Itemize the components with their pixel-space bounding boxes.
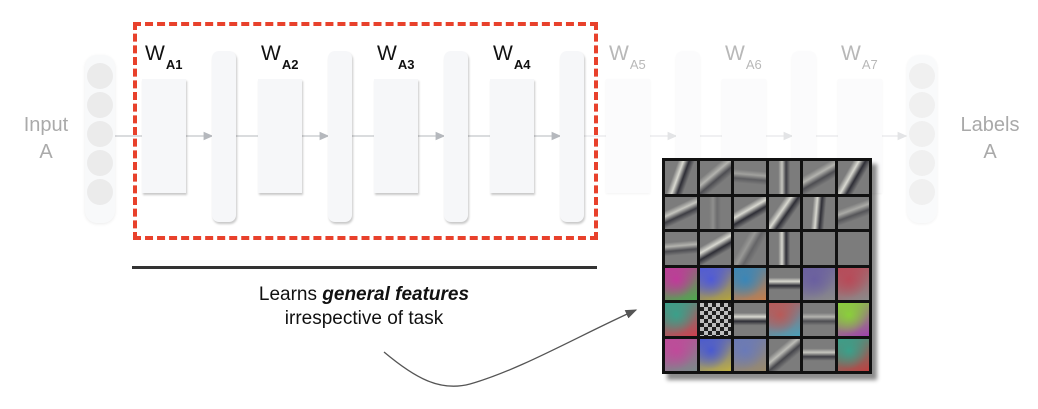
activation-layer [212,51,236,222]
filter-tile [665,338,697,371]
filter-tile [734,232,766,265]
caption-emphasis: general features [322,284,470,305]
filter-tile [837,196,869,229]
weight-block-a3 [374,79,418,193]
filter-tile [699,303,731,336]
output-layer [907,55,937,223]
input-node [87,63,113,89]
weight-subscript: A3 [397,57,415,72]
weight-symbol: W [261,42,281,65]
filter-tile [837,267,869,300]
input-label-line1: Input [23,114,69,136]
filter-tile [665,196,697,229]
filter-tile [837,161,869,194]
filter-tile [803,303,835,336]
filter-tile [837,338,869,371]
output-label-line2: A [983,141,997,163]
activation-layer [328,51,352,222]
filter-tile [803,338,835,371]
caption-line2: irrespective of task [284,308,444,329]
weight-subscript: A7 [861,57,878,72]
weight-label-a1: WA1 [145,42,182,72]
filter-tile [803,161,835,194]
filter-tile [699,232,731,265]
filter-tile [665,303,697,336]
activation-layer [444,51,468,222]
output-node [909,121,935,147]
weight-block-a2 [258,79,302,193]
weight-label-a3: WA3 [377,42,414,72]
output-label: Labels A [950,112,1030,166]
input-node [87,150,113,176]
output-node [909,92,935,118]
filter-tile [768,303,800,336]
filter-tile [699,161,731,194]
filter-tile [803,196,835,229]
learned-filters-image [662,158,872,374]
output-node [909,63,935,89]
weight-label-a4: WA4 [493,42,530,72]
input-node [87,179,113,205]
filter-tile [768,161,800,194]
filter-tile [803,232,835,265]
filter-tile [665,161,697,194]
filter-tile [734,196,766,229]
filter-tile [768,267,800,300]
weight-subscript: A5 [629,57,646,72]
weight-label-a5: WA5 [609,42,646,72]
weight-label-a7: WA7 [841,42,878,72]
caption-divider [132,266,597,269]
weight-symbol: W [145,42,165,65]
weight-label-a6: WA6 [725,42,762,72]
weight-subscript: A6 [745,57,762,72]
filter-tile [665,232,697,265]
filter-tile [734,303,766,336]
filter-tile [665,267,697,300]
caption-prefix: Learns [258,284,323,305]
input-label-line2: A [39,141,53,163]
filter-tile [699,196,731,229]
activation-layer [560,51,584,222]
weight-subscript: A1 [165,57,183,72]
weight-symbol: W [493,42,513,65]
caption-line1: Learns general features [132,283,596,307]
filter-tile [768,338,800,371]
input-layer [85,55,115,223]
filter-tile [768,196,800,229]
filter-tile [734,161,766,194]
weight-subscript: A2 [281,57,299,72]
weight-symbol: W [609,42,629,65]
weight-block-a1 [142,79,186,193]
transferable-layers-highlight [133,22,598,240]
filter-tile [803,267,835,300]
pointer-arrow [383,309,638,387]
output-label-line1: Labels [960,114,1020,136]
weight-subscript: A4 [513,57,531,72]
weight-symbol: W [377,42,397,65]
filter-tile [837,232,869,265]
weight-block-a4 [490,79,534,193]
filter-tile [699,338,731,371]
weight-symbol: W [725,42,745,65]
filter-tile [837,303,869,336]
weight-label-a2: WA2 [261,42,298,72]
weight-symbol: W [841,42,861,65]
output-node [909,150,935,176]
input-node [87,92,113,118]
caption: Learns general features irrespective of … [132,283,596,331]
filter-tile [699,267,731,300]
weight-block-a5 [606,79,650,193]
filter-tile [768,232,800,265]
output-node [909,179,935,205]
filter-tile [734,267,766,300]
input-label: Input A [10,112,82,166]
filter-tile [734,338,766,371]
input-node [87,121,113,147]
